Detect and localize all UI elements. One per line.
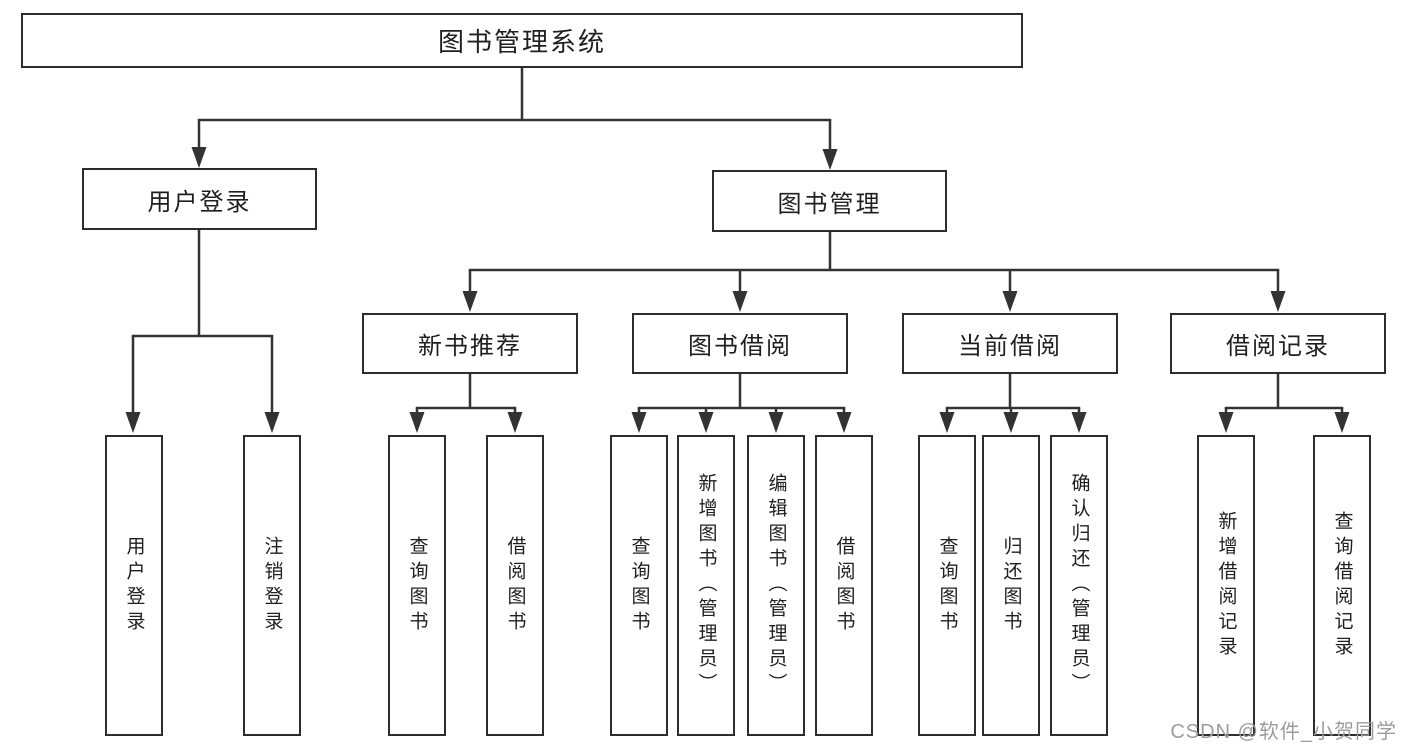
node-borrowing-records-label: 借阅记录: [1226, 333, 1330, 360]
leaf-query-books-borrow: 查询图书: [610, 435, 668, 736]
leaf-add-books-admin: 新增图书（管理员）: [677, 435, 735, 736]
node-current-borrowing-label: 当前借阅: [958, 333, 1062, 360]
leaf-add-borrow-record: 新增借阅记录: [1197, 435, 1255, 736]
leaf-query-books-current-label: 查询图书: [936, 535, 958, 636]
node-borrowing-records: 借阅记录: [1170, 313, 1386, 374]
leaf-add-borrow-record-label: 新增借阅记录: [1215, 510, 1237, 661]
leaf-borrow-books: 借阅图书: [815, 435, 873, 736]
leaf-user-login-label: 用户登录: [123, 535, 145, 636]
leaf-query-books-borrow-label: 查询图书: [628, 535, 650, 636]
node-root-label: 图书管理系统: [437, 27, 606, 57]
leaf-user-login: 用户登录: [105, 435, 163, 736]
node-new-book-recommendation-label: 新书推荐: [418, 333, 522, 360]
leaf-query-books-recommend-label: 查询图书: [406, 535, 428, 636]
node-book-management-label: 图书管理: [777, 190, 882, 218]
leaf-edit-books-admin-label: 编辑图书（管理员）: [765, 473, 787, 698]
leaf-add-books-admin-label: 新增图书（管理员）: [695, 473, 717, 698]
csdn-watermark: CSDN @软件_小贺同学: [1170, 721, 1397, 743]
arrowhead-icons: [125, 147, 1350, 433]
leaf-borrow-books-recommend-label: 借阅图书: [504, 535, 526, 636]
node-book-management: 图书管理: [712, 170, 947, 232]
leaf-borrow-books-recommend: 借阅图书: [486, 435, 544, 736]
node-book-borrowing: 图书借阅: [632, 313, 848, 374]
node-new-book-recommendation: 新书推荐: [362, 313, 578, 374]
node-book-borrowing-label: 图书借阅: [688, 333, 792, 360]
node-user-login-label: 用户登录: [147, 188, 252, 216]
leaf-return-books: 归还图书: [982, 435, 1040, 736]
node-root: 图书管理系统: [21, 13, 1023, 68]
leaf-borrow-books-label: 借阅图书: [833, 535, 855, 636]
leaf-query-borrow-record: 查询借阅记录: [1313, 435, 1371, 736]
leaf-edit-books-admin: 编辑图书（管理员）: [747, 435, 805, 736]
leaf-confirm-return-admin: 确认归还（管理员）: [1050, 435, 1108, 736]
leaf-return-books-label: 归还图书: [1000, 535, 1022, 636]
leaf-query-books-current: 查询图书: [918, 435, 976, 736]
leaf-logout: 注销登录: [243, 435, 301, 736]
node-current-borrowing: 当前借阅: [902, 313, 1118, 374]
leaf-query-borrow-record-label: 查询借阅记录: [1331, 510, 1353, 661]
leaf-confirm-return-admin-label: 确认归还（管理员）: [1068, 473, 1090, 698]
leaf-logout-label: 注销登录: [261, 535, 283, 636]
node-user-login: 用户登录: [82, 168, 317, 230]
leaf-query-books-recommend: 查询图书: [388, 435, 446, 736]
